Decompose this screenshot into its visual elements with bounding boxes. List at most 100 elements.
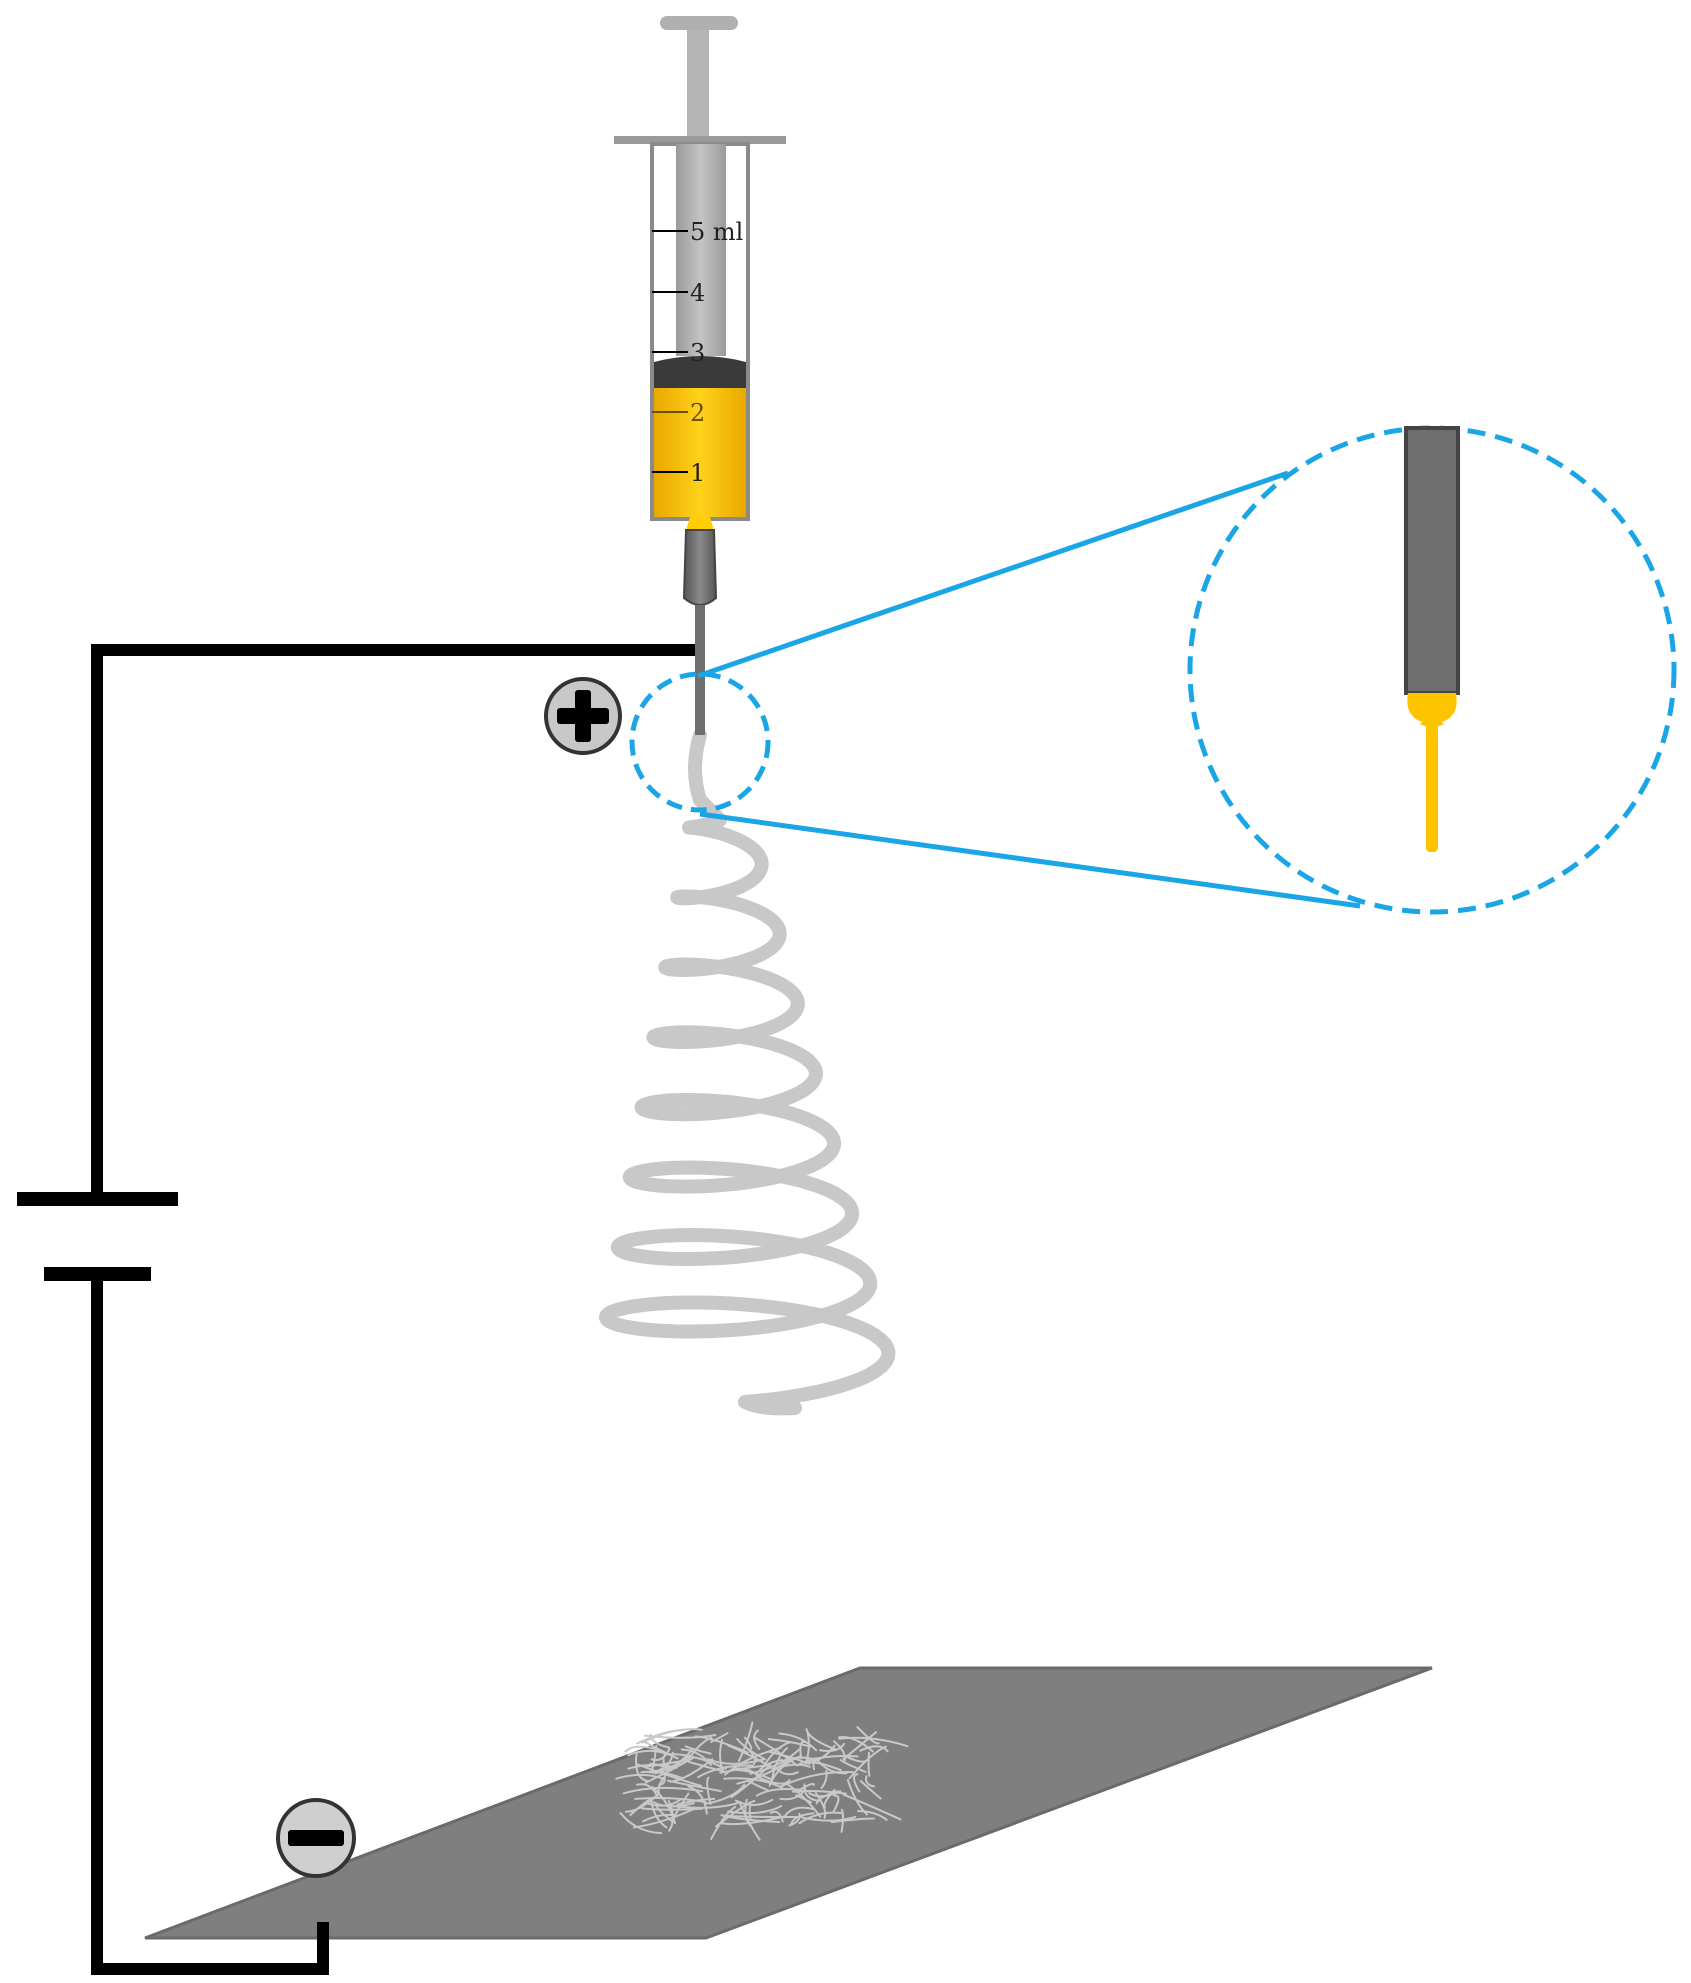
fiber-strand <box>710 1732 729 1743</box>
syringe-tip <box>686 517 714 530</box>
collector-plate <box>144 1666 1433 1940</box>
taylor-cone <box>1407 693 1457 727</box>
zoomed-needle <box>1404 426 1460 695</box>
plunger-shaft <box>676 144 726 356</box>
fiber-strand <box>735 1798 774 1807</box>
scale-label-3: 3 <box>690 339 705 367</box>
needle-hub <box>682 529 718 606</box>
fiber-strand <box>830 1817 875 1824</box>
fiber-strand <box>859 1780 882 1800</box>
fiber-strand <box>720 1814 781 1823</box>
spiral-jet <box>598 728 896 1416</box>
fiber-strand <box>640 1770 684 1780</box>
fiber-strand <box>857 1810 888 1821</box>
fiber-strand <box>723 1815 804 1818</box>
fiber-strand <box>687 1736 713 1761</box>
fiber-strand <box>747 1779 769 1792</box>
plunger-cap <box>660 16 738 30</box>
fiber-strand <box>779 1788 807 1801</box>
fiber-strand <box>867 1751 871 1777</box>
fiber-strand <box>838 1736 909 1748</box>
scale-label-2: 2 <box>690 399 705 427</box>
fiber-strand <box>744 1736 753 1750</box>
fiber-strand <box>706 1776 712 1805</box>
circuit-wires <box>91 644 704 1975</box>
fiber-strand <box>720 1815 785 1826</box>
fiber-strand <box>734 1767 763 1782</box>
fiber-strand <box>641 1728 703 1744</box>
fiber-strand <box>785 1782 822 1818</box>
fiber-strand <box>779 1770 854 1788</box>
fiber-strand <box>646 1758 692 1768</box>
plunger-stopper <box>654 356 746 388</box>
zoom-line-top <box>697 470 1289 679</box>
zoomed-jet <box>1426 722 1438 852</box>
fiber-strand <box>659 1773 666 1786</box>
fiber-strand <box>622 1786 704 1795</box>
fiber-strand <box>795 1794 812 1804</box>
fiber-strand <box>788 1812 801 1827</box>
fiber-strand <box>651 1786 676 1825</box>
fiber-strand <box>632 1807 697 1829</box>
zoom-source-circle <box>629 671 771 813</box>
needle <box>695 605 705 735</box>
plunger-rod <box>687 30 709 140</box>
syringe-flange <box>614 136 786 144</box>
fiber-strand <box>865 1775 876 1788</box>
fiber-strand <box>624 1745 665 1753</box>
power-source <box>17 1192 178 1281</box>
fiber-strand <box>643 1734 717 1739</box>
fiber-strand <box>724 1746 782 1776</box>
fiber-strand <box>736 1759 789 1785</box>
fiber-strand <box>769 1810 784 1823</box>
fiber-strand <box>755 1787 803 1797</box>
fiber-strand <box>667 1779 722 1793</box>
fiber-strand <box>652 1801 695 1808</box>
minus-icon-bar <box>288 1830 344 1846</box>
polymer-solution <box>654 388 746 517</box>
fiber-strand <box>856 1726 880 1745</box>
fiber-strand <box>737 1721 754 1763</box>
plus-icon-bar-v <box>575 690 591 742</box>
fiber-strand <box>833 1740 846 1762</box>
fiber-strand <box>753 1736 799 1767</box>
fiber-strand <box>778 1732 818 1752</box>
fiber-strand <box>798 1811 844 1825</box>
nanofiber-mat <box>615 1721 909 1841</box>
fiber-strand <box>727 1805 783 1815</box>
scale-label-5ml: 5 ml <box>690 218 743 246</box>
fiber-strand <box>758 1776 791 1785</box>
fiber-strand <box>627 1749 666 1757</box>
fiber-strand <box>654 1749 693 1775</box>
fiber-strand <box>650 1747 671 1762</box>
fiber-strand <box>687 1785 708 1815</box>
fiber-strand <box>706 1758 765 1765</box>
battery-plate-short <box>44 1267 151 1281</box>
fiber-strand <box>662 1757 672 1772</box>
fiber-strand <box>694 1735 749 1754</box>
fiber-strand <box>839 1759 867 1773</box>
fiber-strand <box>680 1748 712 1766</box>
fiber-strand <box>688 1761 725 1773</box>
fiber-strand <box>723 1777 784 1789</box>
fiber-strand <box>832 1794 840 1814</box>
fiber-strand <box>636 1783 658 1796</box>
positive-terminal <box>544 677 622 755</box>
fiber-strand <box>697 1764 754 1779</box>
scale-label-1: 1 <box>690 459 705 487</box>
fiber-strand <box>859 1745 889 1753</box>
fiber-strand <box>768 1750 811 1765</box>
fiber-strand <box>759 1759 784 1771</box>
fiber-strand <box>799 1741 805 1760</box>
battery-plate-long <box>17 1192 178 1206</box>
negative-terminal <box>276 1798 356 1878</box>
fiber-strand <box>782 1806 814 1819</box>
fiber-strand <box>840 1808 844 1833</box>
fiber-strand <box>635 1752 648 1782</box>
fiber-strand <box>745 1746 756 1765</box>
wire-negative <box>91 1276 329 1975</box>
fiber-strand <box>634 1797 707 1804</box>
fiber-strand <box>819 1742 845 1752</box>
